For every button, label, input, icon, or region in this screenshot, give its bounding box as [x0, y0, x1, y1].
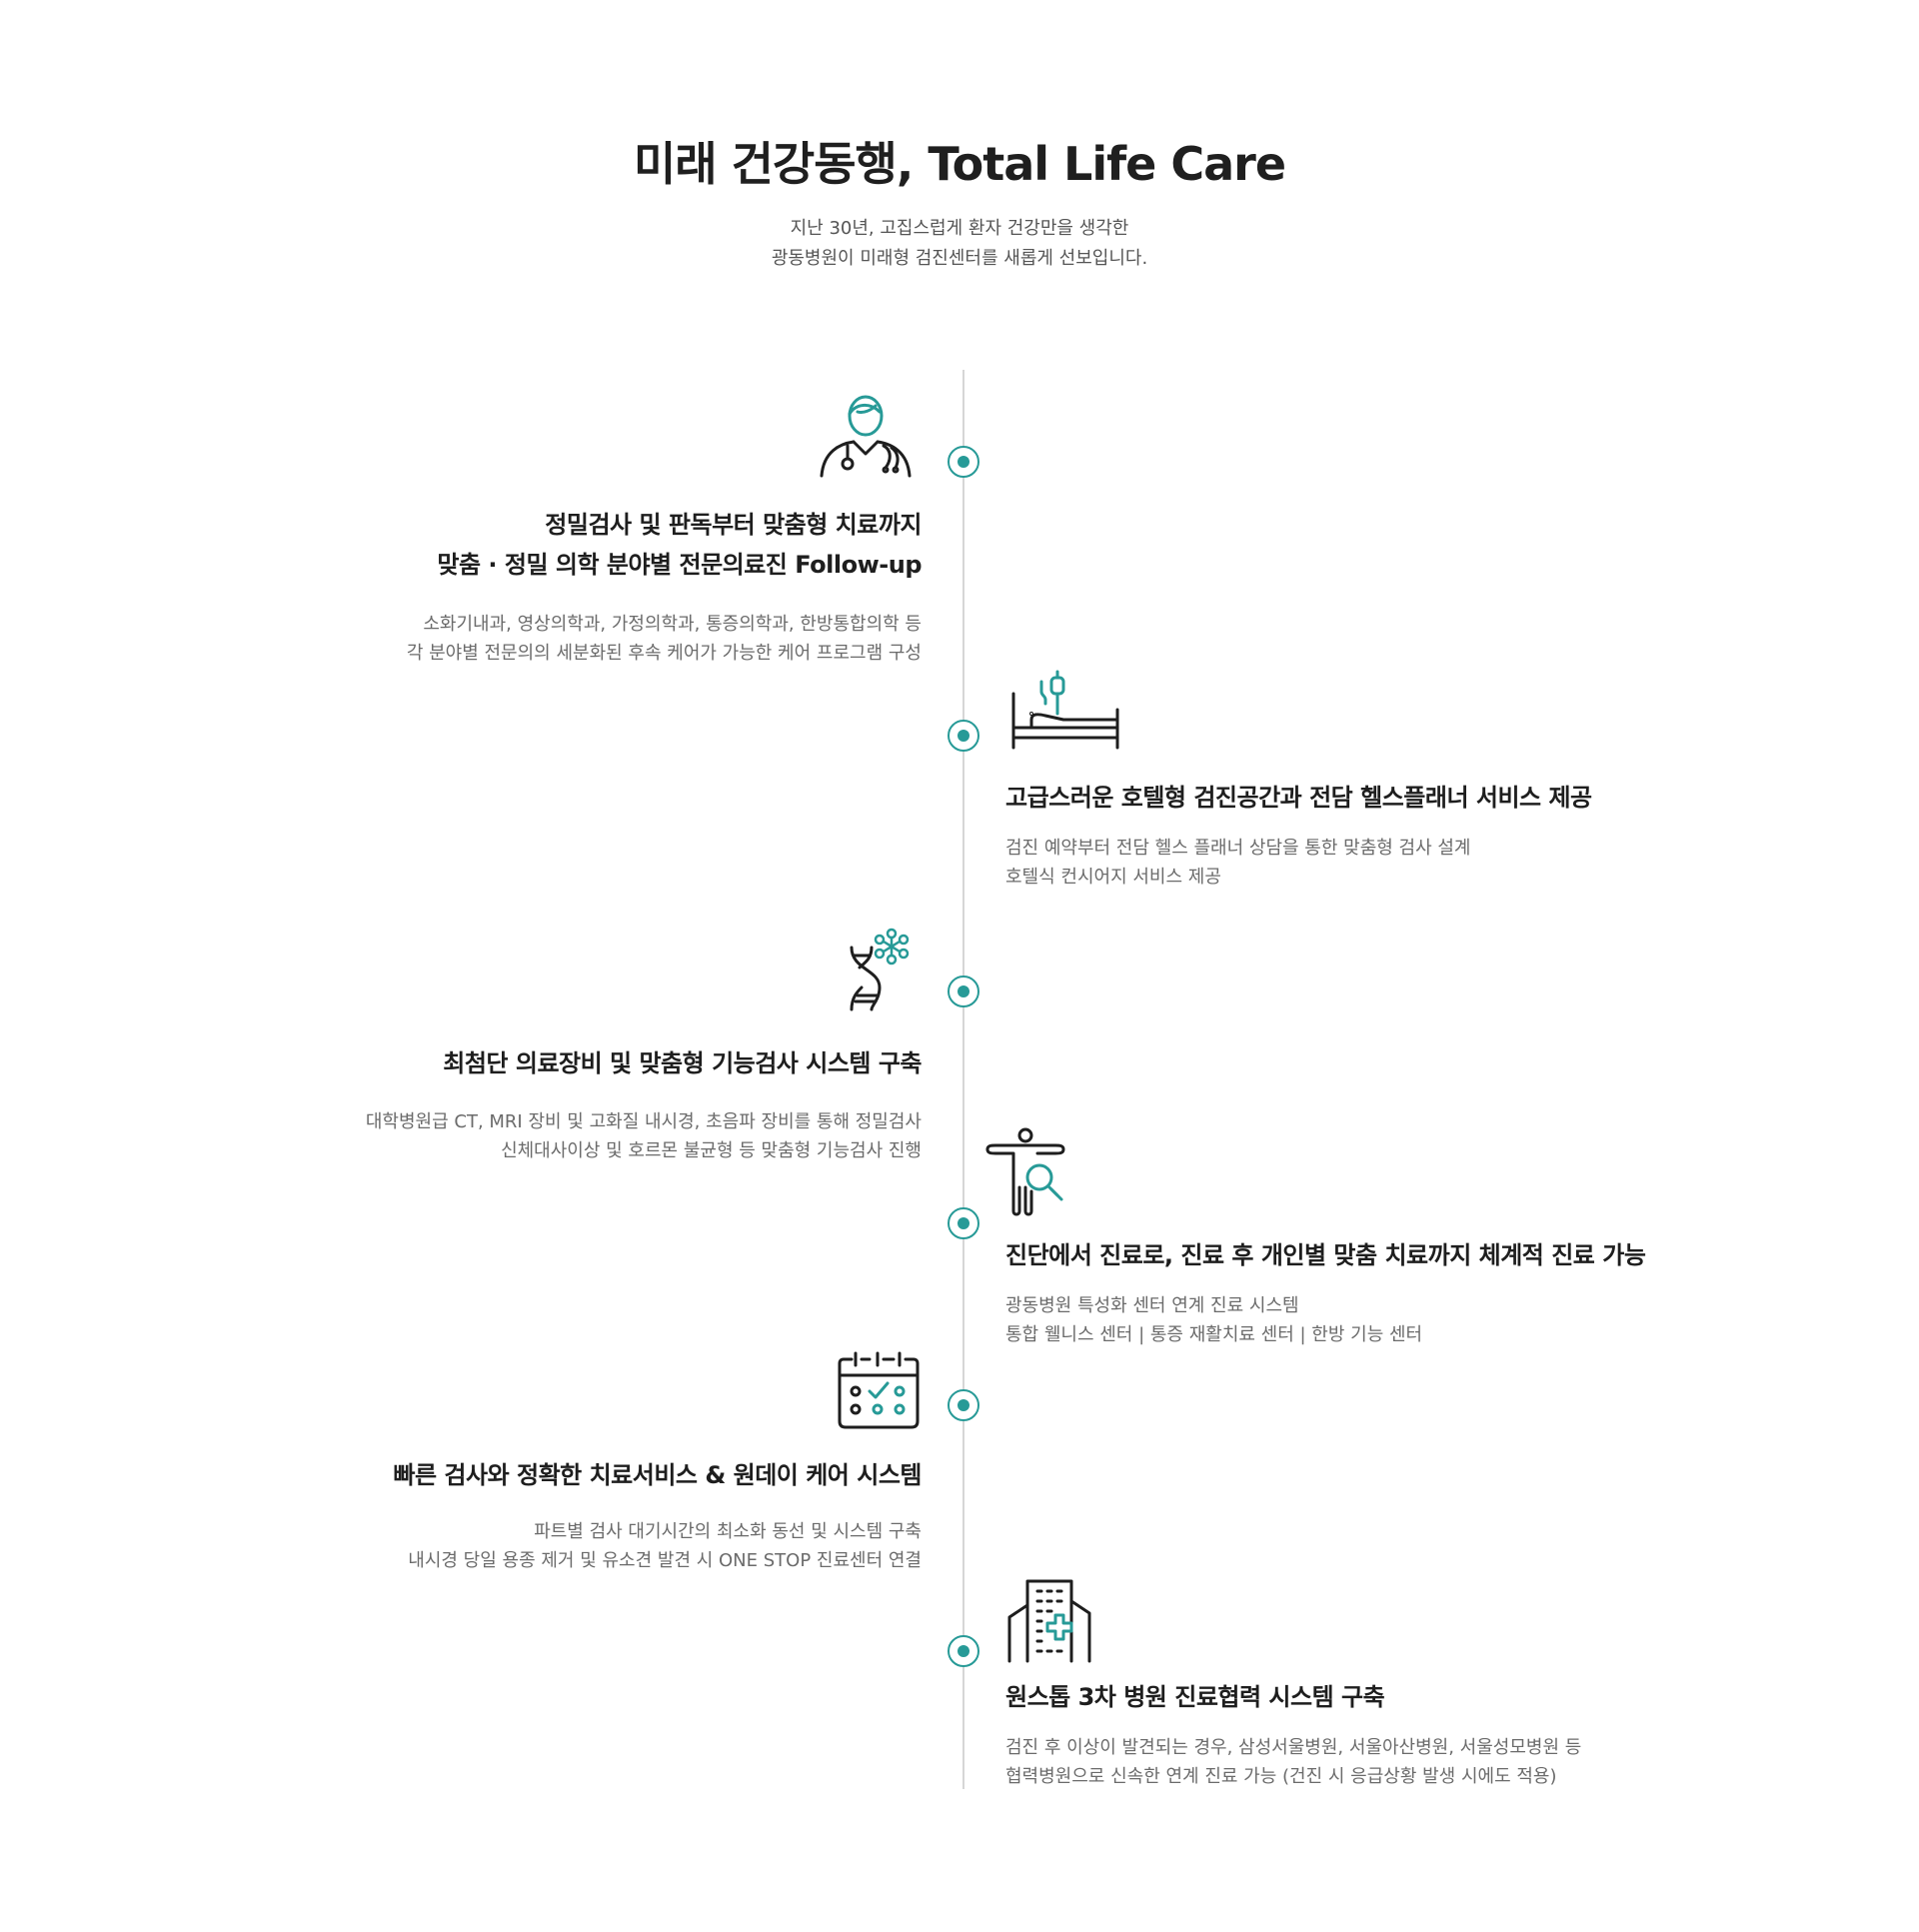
item-desc-2-line-1: 검진 예약부터 전담 헬스 플래너 상담을 통한 맞춤형 검사 설계 [1005, 838, 1471, 859]
item-title-1: 정밀검사 및 판독부터 맞춤형 치료까지 맞춤 · 정밀 의학 분야별 전문의료… [437, 505, 922, 585]
section-title: 미래 건강동행, Total Life Care [633, 137, 1286, 191]
timeline-node-3 [948, 975, 979, 1007]
item-desc-3-line-1: 대학병원급 CT, MRI 장비 및 고화질 내시경, 초음파 장비를 통해 정… [365, 1111, 922, 1132]
item-desc-6-line-2: 협력병원으로 신속한 연계 진료 가능 (건진 시 응급상황 발생 시에도 적용… [1005, 1766, 1557, 1787]
subtitle-line-1: 지난 30년, 고집스럽게 환자 건강만을 생각한 [790, 218, 1129, 239]
section-subtitle: 지난 30년, 고집스럽게 환자 건강만을 생각한 광동병원이 미래형 검진센터… [0, 214, 1919, 274]
body-scan-icon [985, 1127, 1067, 1217]
item-title-3-line-1: 최첨단 의료장비 및 맞춤형 기능검사 시스템 구축 [443, 1049, 922, 1077]
timeline-line [962, 370, 964, 1789]
subtitle-line-2: 광동병원이 미래형 검진센터를 새롭게 선보입니다. [771, 248, 1148, 269]
item-desc-2: 검진 예약부터 전담 헬스 플래너 상담을 통한 맞춤형 검사 설계 호텔식 컨… [1005, 834, 1471, 892]
timeline-node-5 [948, 1389, 979, 1421]
item-title-4: 진단에서 진료로, 진료 후 개인별 맞춤 치료까지 체계적 진료 가능 [1005, 1235, 1646, 1275]
item-title-5-line-1: 빠른 검사와 정확한 치료서비스 & 원데이 케어 시스템 [393, 1461, 922, 1489]
dna-icon [848, 926, 918, 1011]
item-title-6-line-1: 원스톱 3차 병원 진료협력 시스템 구축 [1005, 1683, 1385, 1711]
item-title-6: 원스톱 3차 병원 진료협력 시스템 구축 [1005, 1677, 1385, 1717]
item-title-1-line-1: 정밀검사 및 판독부터 맞춤형 치료까지 [545, 511, 922, 539]
timeline-node-1 [948, 446, 979, 478]
item-title-2: 고급스러운 호텔형 검진공간과 전담 헬스플래너 서비스 제공 [1005, 778, 1592, 818]
item-desc-1-line-2: 각 분야별 전문의의 세분화된 후속 케어가 가능한 케어 프로그램 구성 [406, 643, 922, 664]
item-desc-4-line-2: 통합 웰니스 센터 | 통증 재활치료 센터 | 한방 기능 센터 [1005, 1324, 1423, 1345]
item-desc-5-line-1: 파트별 검사 대기시간의 최소화 동선 및 시스템 구축 [534, 1521, 922, 1542]
item-desc-6: 검진 후 이상이 발견되는 경우, 삼성서울병원, 서울아산병원, 서울성모병원… [1005, 1733, 1581, 1791]
item-desc-6-line-1: 검진 후 이상이 발견되는 경우, 삼성서울병원, 서울아산병원, 서울성모병원… [1005, 1737, 1582, 1758]
item-desc-2-line-2: 호텔식 컨시어지 서비스 제공 [1005, 867, 1221, 888]
calendar-check-icon [838, 1349, 920, 1431]
item-title-5: 빠른 검사와 정확한 치료서비스 & 원데이 케어 시스템 [393, 1455, 922, 1495]
doctor-icon [818, 394, 914, 480]
item-desc-5-line-2: 내시경 당일 용종 제거 및 유소견 발견 시 ONE STOP 진료센터 연결 [408, 1550, 922, 1571]
timeline-node-6 [948, 1635, 979, 1667]
item-desc-1: 소화기내과, 영상의학과, 가정의학과, 통증의학과, 한방통합의학 등 각 분… [407, 610, 922, 668]
item-title-2-line-1: 고급스러운 호텔형 검진공간과 전담 헬스플래너 서비스 제공 [1005, 784, 1592, 812]
item-desc-1-line-1: 소화기내과, 영상의학과, 가정의학과, 통증의학과, 한방통합의학 등 [423, 614, 922, 635]
item-desc-4: 광동병원 특성화 센터 연계 진료 시스템 통합 웰니스 센터 | 통증 재활치… [1005, 1291, 1422, 1349]
item-desc-5: 파트별 검사 대기시간의 최소화 동선 및 시스템 구축 내시경 당일 용종 제… [408, 1517, 922, 1575]
timeline-node-2 [948, 720, 979, 752]
item-desc-3-line-2: 신체대사이상 및 호르몬 불균형 등 맞춤형 기능검사 진행 [501, 1140, 922, 1161]
item-title-3: 최첨단 의료장비 및 맞춤형 기능검사 시스템 구축 [443, 1043, 922, 1083]
item-title-4-line-1: 진단에서 진료로, 진료 후 개인별 맞춤 치료까지 체계적 진료 가능 [1005, 1241, 1646, 1269]
item-desc-3: 대학병원급 CT, MRI 장비 및 고화질 내시경, 초음파 장비를 통해 정… [366, 1107, 922, 1165]
item-desc-4-line-1: 광동병원 특성화 센터 연계 진료 시스템 [1005, 1295, 1299, 1316]
item-title-1-line-2: 맞춤 · 정밀 의학 분야별 전문의료진 Follow-up [437, 551, 922, 579]
hospital-bed-icon [1009, 670, 1121, 750]
timeline-node-4 [948, 1207, 979, 1239]
hospital-building-icon [1005, 1577, 1091, 1663]
